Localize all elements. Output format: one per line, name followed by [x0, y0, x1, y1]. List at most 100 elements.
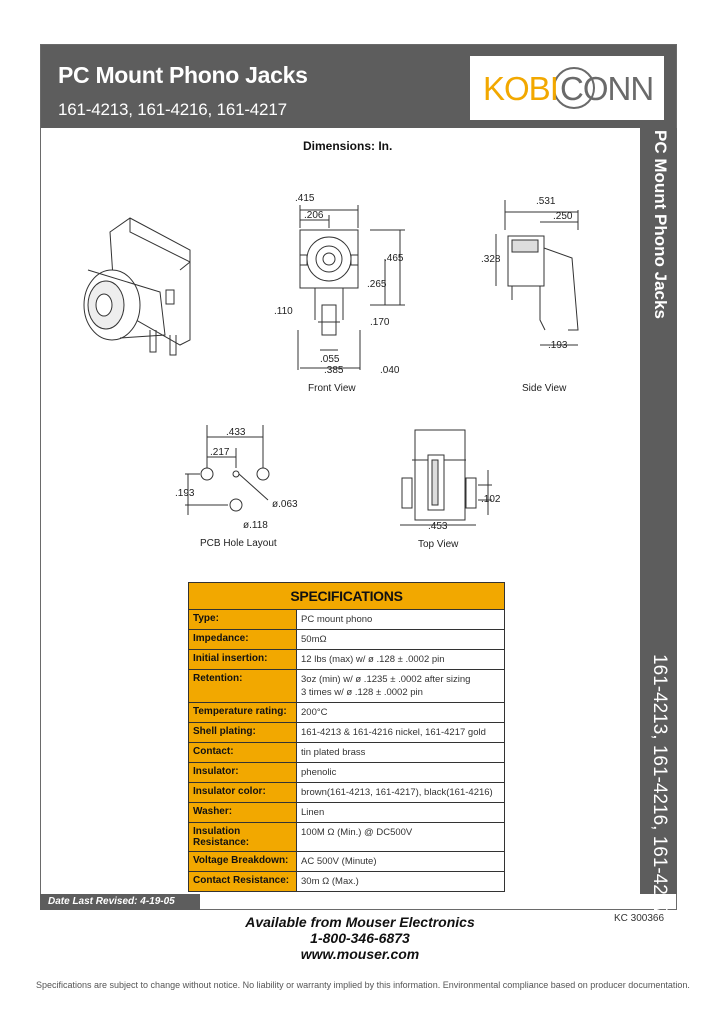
specifications-title: SPECIFICATIONS [189, 583, 504, 610]
spec-key: Contact: [189, 743, 297, 762]
spec-key: Washer: [189, 803, 297, 822]
spec-value: 50mΩ [297, 630, 504, 649]
spec-value-line: 12 lbs (max) w/ ø .128 ± .0002 pin [301, 654, 445, 665]
spec-row: Initial insertion: 12 lbs (max) w/ ø .128… [189, 650, 504, 670]
spec-key: Contact Resistance: [189, 872, 297, 891]
top-view [400, 429, 492, 526]
front-view-caption: Front View [308, 383, 356, 394]
side-view [495, 200, 579, 346]
dim-385: .385 [324, 365, 344, 376]
spec-value-line: 161-4213 & 161-4216 nickel, 161-4217 gol… [301, 727, 486, 738]
spec-value-line: 50mΩ [301, 634, 327, 645]
dim-217: .217 [210, 447, 230, 458]
spec-row: Insulator: phenolic [189, 763, 504, 783]
dim-193-side: .193 [548, 340, 568, 351]
spec-key: Impedance: [189, 630, 297, 649]
phone-number: 1-800-346-6873 [310, 930, 410, 946]
spec-row: Insulator color: brown(161-4213, 161-4217… [189, 783, 504, 803]
spec-row: Shell plating: 161-4213 & 161-4216 nickel… [189, 723, 504, 743]
dim-193-pcb: .193 [175, 488, 195, 499]
dim-040: .040 [380, 365, 400, 376]
spec-value-line: PC mount phono [301, 614, 373, 625]
spec-key: Temperature rating: [189, 703, 297, 722]
dim-265: .265 [367, 279, 387, 290]
top-view-caption: Top View [418, 539, 459, 550]
spec-key: Shell plating: [189, 723, 297, 742]
kc-number: KC 300366 [614, 913, 665, 924]
spec-key: Voltage Breakdown: [189, 852, 297, 871]
logo-ring-icon [553, 67, 595, 109]
dim-206: .206 [304, 210, 324, 221]
spec-value: brown(161-4213, 161-4217), black(161-421… [297, 783, 504, 802]
spec-row: Insulation Resistance: 100M Ω (Min.) @ DC… [189, 823, 504, 852]
spec-row: Contact: tin plated brass [189, 743, 504, 763]
spec-value: 100M Ω (Min.) @ DC500V [297, 823, 504, 851]
side-title: PC Mount Phono Jacks [651, 130, 670, 319]
spec-row: Voltage Breakdown: AC 500V (Minute) [189, 852, 504, 872]
website[interactable]: www.mouser.com [300, 946, 420, 962]
dim-250: .250 [553, 211, 573, 222]
spec-value: PC mount phono [297, 610, 504, 629]
spec-value-line: 200°C [301, 707, 328, 718]
spec-row: Retention: 3oz (min) w/ ø .1235 ± .0002 a… [189, 670, 504, 703]
dim-110: .110 [274, 306, 293, 317]
spec-value-line: Linen [301, 807, 325, 818]
pcb-layout [185, 425, 270, 515]
front-view [297, 205, 405, 370]
dim-055: .055 [320, 354, 340, 365]
part-numbers: 161-4213, 161-4216, 161-4217 [58, 100, 287, 119]
spec-value: AC 500V (Minute) [297, 852, 504, 871]
spec-value: 3oz (min) w/ ø .1235 ± .0002 after sizin… [297, 670, 504, 702]
date-revised: Date Last Revised: 4-19-05 [40, 894, 200, 910]
spec-key: Type: [189, 610, 297, 629]
dim-118-hole: ø.118 [243, 520, 268, 531]
spec-value-line: brown(161-4213, 161-4217), black(161-421… [301, 787, 493, 798]
dim-433: .433 [226, 427, 246, 438]
spec-row: Type: PC mount phono [189, 610, 504, 630]
dim-063-hole: ø.063 [272, 499, 298, 510]
pcb-caption: PCB Hole Layout [200, 538, 277, 549]
spec-value: 30m Ω (Max.) [297, 872, 504, 891]
side-view-caption: Side View [522, 383, 567, 394]
spec-value-line: 3oz (min) w/ ø .1235 ± .0002 after sizin… [301, 674, 471, 685]
spec-value-line: phenolic [301, 767, 337, 778]
availability-block: Available from Mouser Electronics 1-800-… [190, 914, 530, 962]
logo-conn-text: CONN [560, 70, 654, 107]
spec-value: phenolic [297, 763, 504, 782]
technical-drawings [83, 200, 579, 526]
spec-row: Temperature rating: 200°C [189, 703, 504, 723]
page-title: PC Mount Phono Jacks [58, 62, 308, 88]
spec-key: Initial insertion: [189, 650, 297, 669]
spec-key: Insulator: [189, 763, 297, 782]
dim-415: .415 [295, 193, 315, 204]
spec-value-line: tin plated brass [301, 747, 366, 758]
spec-value: 200°C [297, 703, 504, 722]
dimensions-title: Dimensions: In. [303, 139, 393, 153]
spec-key: Retention: [189, 670, 297, 702]
spec-value-line: AC 500V (Minute) [301, 856, 377, 867]
spec-value-line: 30m Ω (Max.) [301, 876, 359, 887]
spec-value-line: 100M Ω (Min.) @ DC500V [301, 827, 413, 838]
spec-row: Impedance: 50mΩ [189, 630, 504, 650]
side-bar [640, 128, 677, 894]
spec-value-line: 3 times w/ ø .128 ± .0002 pin [301, 687, 423, 698]
dim-328: .328 [481, 254, 501, 265]
side-part-numbers: 161-4213, 161-4216, 161-4217 [649, 654, 670, 917]
available-text: Available from Mouser Electronics [245, 914, 475, 930]
dim-531: .531 [536, 196, 556, 207]
spec-row: Washer: Linen [189, 803, 504, 823]
spec-value: Linen [297, 803, 504, 822]
logo-kobi-text: KOBI [483, 70, 559, 107]
spec-value: tin plated brass [297, 743, 504, 762]
dim-453: .453 [428, 521, 448, 532]
spec-key: Insulation Resistance: [189, 823, 297, 851]
spec-key: Insulator color: [189, 783, 297, 802]
dim-465: .465 [384, 253, 404, 264]
disclaimer: Specifications are subject to change wit… [36, 980, 690, 990]
dim-170: .170 [370, 317, 390, 328]
spec-value: 161-4213 & 161-4216 nickel, 161-4217 gol… [297, 723, 504, 742]
spec-value: 12 lbs (max) w/ ø .128 ± .0002 pin [297, 650, 504, 669]
dim-102: .102 [481, 494, 501, 505]
spec-row: Contact Resistance: 30m Ω (Max.) [189, 872, 504, 891]
